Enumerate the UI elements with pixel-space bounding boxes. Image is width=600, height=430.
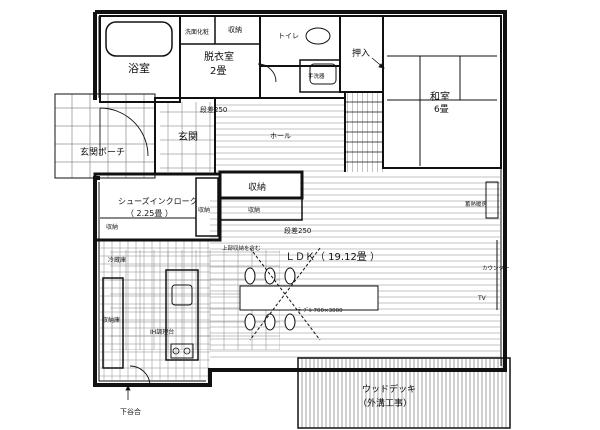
walls	[54, 10, 511, 429]
dining-table-label: ﾃｰﾌﾞﾙ 700×3000	[298, 307, 343, 314]
genkan-label: 玄関	[178, 130, 198, 143]
washbasin-label: 洗面化粧	[185, 28, 209, 36]
genkan-porch-label: 玄関ポーチ	[80, 146, 125, 158]
storage-mid-label: 収納	[248, 181, 266, 193]
storage-small-right-label: 収納	[198, 206, 210, 214]
room-labels: 浴室 洗面化粧 収納 脱衣室 2畳 トイレ 手洗器 押入 和室 6畳 段差250…	[80, 25, 510, 416]
tv-label: TV	[477, 295, 487, 302]
dining-table	[239, 247, 379, 341]
door-swings	[99, 63, 277, 387]
toilet-label: トイレ	[278, 32, 299, 40]
wood-deck-label: ウッドデッキ	[362, 383, 416, 395]
wood-deck-note-label: （外溝工事）	[358, 397, 412, 409]
storage-top-label: 収納	[228, 25, 242, 34]
upper-cabinet-label: 上部収納を含む	[222, 244, 261, 252]
washitsu-size-label: 6畳	[434, 104, 449, 115]
hall-label: ホール	[270, 132, 291, 140]
shoes-closet-label: シューズインクローク	[118, 196, 198, 206]
storage-small-mid-label: 収納	[248, 206, 260, 214]
fridge-label: 冷蔵庫	[108, 256, 126, 264]
washitsu-label: 和室	[430, 90, 450, 103]
dressing-size-label: 2畳	[210, 65, 226, 77]
step-label-2: 段差250	[284, 226, 311, 235]
kitchen-unit-label: IH調理台	[150, 328, 174, 336]
shoes-closet-size-label: （ 2.25畳 ）	[126, 209, 173, 218]
bath-label: 浴室	[128, 61, 150, 75]
kitchen-storage-label: 収納庫	[102, 316, 120, 324]
storage-small-left-label: 収納	[106, 223, 118, 231]
heater-label: 蓄熱暖房	[465, 200, 488, 208]
step-label-1: 段差250	[200, 105, 227, 114]
downstairs-note-label: 下谷合	[120, 407, 141, 416]
handwash-label: 手洗器	[308, 72, 325, 80]
counter-label: カウンター	[482, 264, 510, 272]
ldk-label: ＬＤＫ（ 19.12畳 ）	[285, 251, 380, 263]
dressing-label: 脱衣室	[204, 50, 234, 63]
oshiire-label: 押入	[352, 47, 370, 59]
arrows	[125, 57, 385, 400]
